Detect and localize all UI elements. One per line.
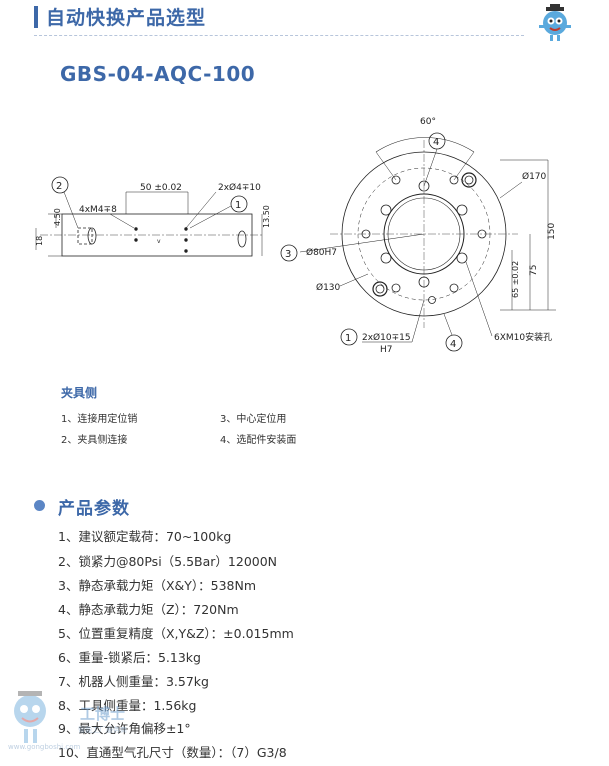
watermark-brand: 工博士: [80, 705, 126, 723]
params-title: 产品参数: [58, 499, 130, 519]
dim-d130: Ø130: [316, 282, 341, 293]
legend-item: 2、夹具侧连接: [61, 435, 128, 446]
param-item: 1、建议额定载荷：70~100kg: [58, 529, 232, 544]
svg-text:3: 3: [285, 249, 291, 260]
dim-75: 75: [529, 265, 539, 276]
side-view: v 50 ±0.02 2xØ4∓10 4xM4∓8 4.50 18 13.50 …: [35, 176, 271, 257]
legend-item: 4、选配件安装面: [220, 435, 297, 446]
header-accent-bar: [34, 6, 38, 28]
param-item: 2、锁紧力@80Psi（5.5Bar）12000N: [58, 554, 278, 569]
watermark-mascot-icon: [14, 691, 46, 743]
front-view: 60° Ø170 Ø80H7 Ø130 150 75 65 ±0.02 2xØ1…: [280, 117, 557, 355]
fixture-side-title: 夹具侧: [61, 386, 98, 400]
mascot-logo-icon: [539, 4, 571, 41]
dim-d170: Ø170: [522, 171, 547, 182]
dim-holes-left: 4xM4∓8: [79, 205, 117, 215]
param-item: 9、最大允许角偏移±1°: [58, 721, 191, 736]
dim-18: 18: [35, 236, 44, 246]
dim-150: 150: [547, 223, 557, 240]
svg-text:v: v: [157, 238, 161, 245]
svg-text:4: 4: [433, 137, 439, 148]
dim-50: 50 ±0.02: [140, 183, 182, 193]
param-item: 7、机器人侧重量：3.57kg: [58, 674, 209, 689]
param-item: 4、静态承载力矩（Z）：720Nm: [58, 602, 239, 617]
watermark: 工博士 智能工厂服务商 www.gongboshi.com: [0, 683, 160, 763]
technical-drawing: v 50 ±0.02 2xØ4∓10 4xM4∓8 4.50 18 13.50 …: [35, 117, 557, 355]
dim-13-50: 13.50: [262, 205, 271, 228]
legend-item: 1、连接用定位销: [61, 414, 138, 425]
dim-d80: Ø80H7: [306, 247, 337, 258]
legend-item: 3、中心定位用: [220, 414, 287, 425]
dim-h7: H7: [380, 345, 393, 355]
dim-mount-holes: 6XM10安装孔: [494, 331, 552, 343]
param-item: 3、静态承载力矩（X&Y）：538Nm: [58, 578, 257, 593]
dim-65: 65 ±0.02: [511, 261, 520, 298]
param-item: 10、直通型气孔尺寸（数量）：（7）G3/8: [58, 745, 287, 760]
dim-4-50: 4.50: [53, 208, 62, 226]
dim-angle: 60°: [420, 117, 436, 127]
svg-text:2: 2: [56, 181, 62, 192]
dim-holes-right: 2xØ4∓10: [218, 182, 261, 193]
svg-text:1: 1: [345, 333, 351, 344]
section-bullet-icon: [34, 500, 45, 511]
param-item: 5、位置重复精度（X,Y&Z）：±0.015mm: [58, 626, 294, 641]
model-number: GBS-04-AQC-100: [60, 62, 256, 86]
watermark-url: www.gongboshi.com: [8, 743, 81, 751]
watermark-sub: 智能工厂服务商: [78, 726, 127, 734]
svg-text:1: 1: [235, 200, 241, 211]
svg-text:4: 4: [450, 339, 456, 350]
page-title: 自动快换产品选型: [46, 7, 207, 29]
dim-pin-holes: 2xØ10∓15: [362, 332, 411, 343]
header-divider: [34, 35, 524, 36]
param-item: 8、工具侧重量：1.56kg: [58, 698, 197, 713]
param-item: 6、重量-锁紧后：5.13kg: [58, 650, 201, 665]
